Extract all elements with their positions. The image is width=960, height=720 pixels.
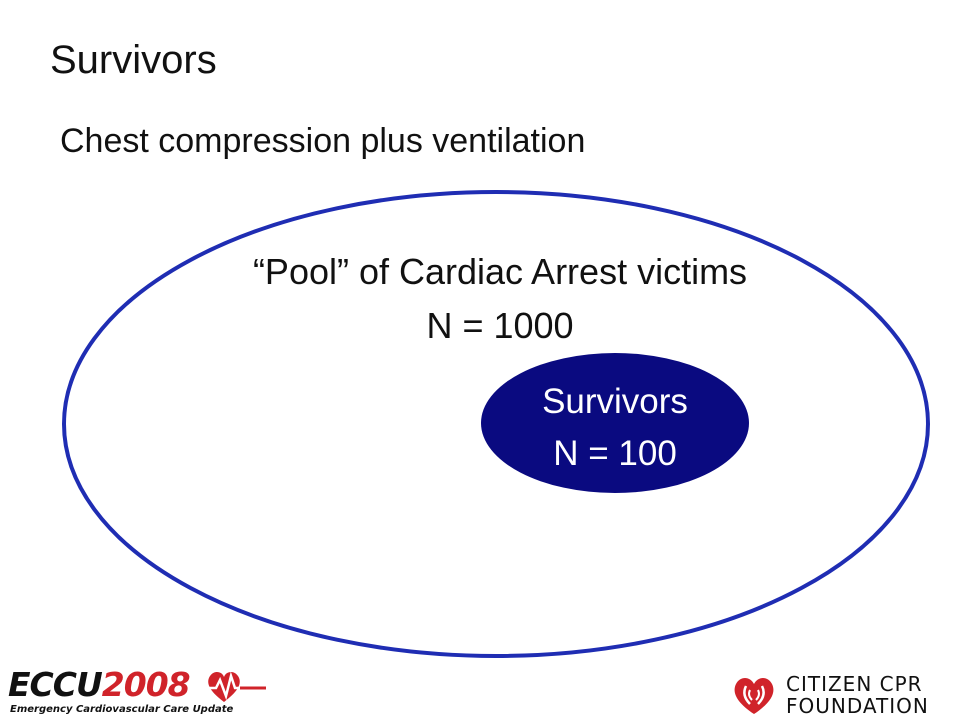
pool-ellipse <box>62 190 930 658</box>
slide-title: Survivors <box>50 38 217 82</box>
heartbeat-heart-icon <box>204 671 266 702</box>
slide-subtitle: Chest compression plus ventilation <box>60 122 586 160</box>
eccu-tagline: Emergency Cardiovascular Care Update <box>10 704 234 715</box>
citizen-cpr-line1: CITIZEN CPR <box>786 672 923 696</box>
survivors-count: N = 100 <box>553 434 677 473</box>
citizen-cpr-line2: FOUNDATION <box>786 694 929 718</box>
eccu-word-red: 2008 <box>101 665 191 704</box>
citizen-cpr-logo: CITIZEN CPR FOUNDATION <box>730 672 960 718</box>
pool-count: N = 1000 <box>426 305 574 346</box>
eccu-wordmark: ECCU2008 <box>8 665 191 704</box>
survivors-ellipse <box>481 353 749 493</box>
hands-heart-icon <box>734 678 774 714</box>
survivors-label: Survivors <box>542 382 688 421</box>
eccu-word-black: ECCU <box>8 665 103 704</box>
eccu-logo: ECCU2008 Emergency Cardiovascular Care U… <box>8 668 298 718</box>
pool-label: “Pool” of Cardiac Arrest victims <box>252 251 748 292</box>
